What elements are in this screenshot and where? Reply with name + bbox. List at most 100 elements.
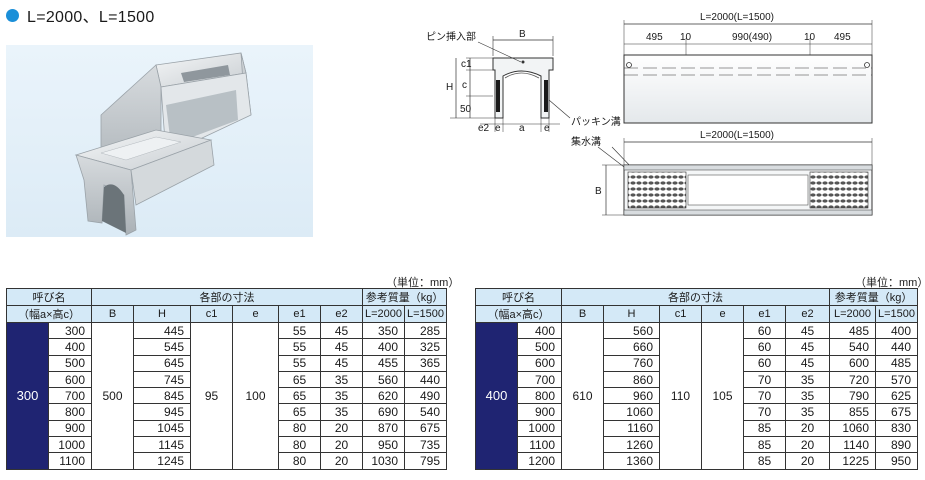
cell-mass-1500: 400: [875, 321, 919, 340]
header-e: e: [232, 305, 279, 323]
plan-length-label: L=2000(L=1500): [700, 130, 774, 141]
size-cell: 400: [475, 322, 518, 470]
cell-e1: 70: [743, 387, 786, 405]
cell-e1: 65: [278, 387, 321, 405]
side-body: [623, 54, 873, 124]
spec-table-300: 呼び名 各部の寸法 参考質量（kg） （幅a×高c） B H c1 e e1 e…: [6, 288, 448, 470]
cell-e1: 85: [743, 452, 786, 470]
cell-H: 960: [603, 387, 660, 405]
size-cell: 300: [6, 322, 49, 470]
cell-c: 800: [48, 403, 92, 421]
header-e2: e2: [784, 305, 831, 323]
product-photo: [6, 45, 313, 237]
cell-e2: 20: [784, 452, 831, 470]
heading-text: L=2000、L=1500: [27, 9, 155, 26]
cell-mass-1500: 830: [875, 419, 919, 438]
cell-H: 445: [133, 321, 191, 340]
bullet-dot-icon: [6, 8, 19, 22]
header-e1: e1: [278, 305, 321, 323]
cell-e: 100: [232, 322, 279, 470]
cell-e2: 35: [784, 387, 831, 405]
cell-mass-1500: 485: [875, 354, 919, 372]
cell-mass-2000: 400: [362, 338, 406, 356]
cell-e1: 80: [278, 452, 321, 470]
cell-c: 900: [517, 403, 562, 421]
cell-c: 700: [48, 387, 92, 405]
cell-e2: 45: [319, 354, 364, 372]
cell-e1: 60: [743, 354, 786, 372]
cell-e1: 70: [743, 403, 786, 421]
cell-mass-1500: 570: [875, 370, 919, 389]
header-B: B: [91, 305, 134, 323]
cell-e1: 55: [278, 338, 321, 356]
cell-H: 1045: [133, 419, 191, 438]
cell-H: 860: [603, 370, 660, 389]
cell-e2: 45: [784, 338, 831, 356]
cell-c: 500: [48, 354, 92, 372]
cell-e1: 65: [278, 403, 321, 421]
dim-c1-label: c1: [461, 59, 472, 70]
cell-e2: 35: [319, 403, 364, 421]
dim-495-left: 495: [646, 32, 663, 43]
cell-mass-2000: 720: [829, 370, 877, 389]
dim-990-label: 990(490): [732, 32, 772, 43]
section-outline: [492, 57, 554, 119]
cell-mass-2000: 1140: [829, 436, 877, 454]
cell-mass-2000: 855: [829, 403, 877, 421]
dim-c-label: c: [462, 80, 467, 91]
cell-mass-2000: 455: [362, 354, 406, 372]
cell-e1: 65: [278, 370, 321, 389]
cell-e1: 80: [278, 436, 321, 454]
grating-right: [809, 171, 869, 209]
cell-c1: 110: [659, 322, 702, 470]
cell-e2: 20: [784, 419, 831, 438]
cell-mass-2000: 600: [829, 354, 877, 372]
cell-e2: 20: [784, 436, 831, 454]
cell-c: 1000: [48, 436, 92, 454]
cell-c: 1000: [517, 419, 562, 438]
header-L2000: L=2000: [362, 305, 406, 323]
cell-c: 1100: [48, 452, 92, 470]
dim-e2-label: e2: [478, 123, 490, 134]
cell-c: 500: [517, 338, 562, 356]
cell-mass-2000: 1060: [829, 419, 877, 438]
header-nominal-sub: （幅a×高c）: [475, 305, 562, 323]
cell-mass-1500: 675: [404, 419, 448, 438]
cell-mass-1500: 540: [404, 403, 448, 421]
header-e1: e1: [743, 305, 786, 323]
dim-a-label: a: [519, 123, 525, 134]
dim-50-label: 50: [460, 104, 472, 115]
cell-e1: 85: [743, 436, 786, 454]
dim-495-right: 495: [834, 32, 851, 43]
dim-e-right-label: e: [544, 123, 550, 134]
header-e: e: [701, 305, 744, 323]
cell-H: 645: [133, 354, 191, 372]
cell-mass-2000: 485: [829, 321, 877, 340]
cell-H: 1360: [603, 452, 660, 470]
cell-H: 545: [133, 338, 191, 356]
spec-table-400: 呼び名 各部の寸法 参考質量（kg） （幅a×高c） B H c1 e e1 e…: [475, 288, 919, 470]
packing-bar-left: [496, 80, 500, 112]
cell-H: 745: [133, 370, 191, 389]
cell-e2: 45: [784, 321, 831, 340]
cell-mass-2000: 870: [362, 419, 406, 438]
cell-mass-1500: 285: [404, 321, 448, 340]
dim-10-left: 10: [680, 32, 692, 43]
header-L2000: L=2000: [829, 305, 877, 323]
plan-dim-B-label: B: [595, 186, 602, 197]
cell-H: 945: [133, 403, 191, 421]
cell-e1: 70: [743, 370, 786, 389]
header-c1: c1: [659, 305, 702, 323]
cell-H: 1145: [133, 436, 191, 454]
cell-H: 1160: [603, 419, 660, 438]
cell-c: 900: [48, 419, 92, 438]
cell-mass-1500: 890: [875, 436, 919, 454]
cell-c: 800: [517, 387, 562, 405]
